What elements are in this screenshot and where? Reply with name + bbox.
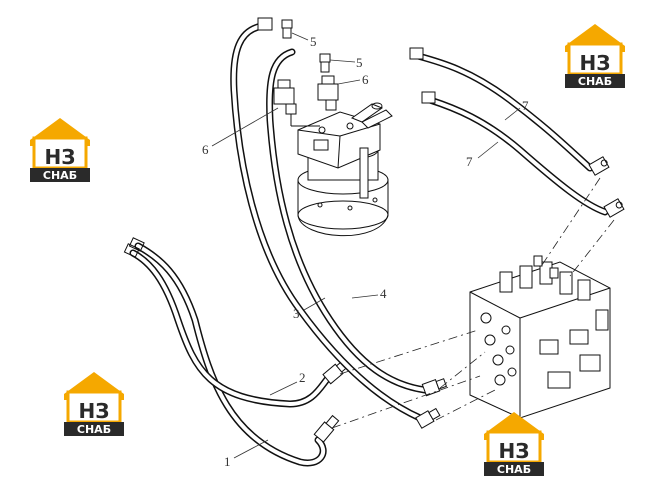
adapter-5-upper (281, 19, 293, 39)
logo-watermark-left: НЗ СНАБ (28, 116, 92, 184)
connection-lines (331, 177, 615, 429)
logo-watermark-bottom-right: НЗ СНАБ (482, 410, 546, 478)
svg-text:НЗ: НЗ (45, 145, 76, 169)
hose-4 (266, 48, 448, 429)
hose-3 (230, 17, 424, 422)
callout-7-upper: 7 (522, 98, 529, 113)
callout-4: 4 (380, 286, 387, 301)
hose-7-upper (409, 47, 610, 176)
callout-6-right: 6 (362, 72, 369, 87)
callout-6-left: 6 (202, 142, 209, 157)
swing-motor (297, 102, 393, 237)
callout-5-lower: 5 (356, 55, 363, 70)
callout-7-lower: 7 (466, 154, 473, 169)
control-valve (469, 255, 611, 419)
hose-1 (128, 237, 340, 467)
svg-text:СНАБ: СНАБ (497, 463, 531, 476)
logo-watermark-top-right: НЗ СНАБ (563, 22, 627, 90)
callout-2: 2 (299, 370, 306, 385)
callout-3: 3 (293, 306, 300, 321)
fitting-6-right (317, 75, 339, 111)
svg-text:НЗ: НЗ (79, 399, 110, 423)
callout-5-upper: 5 (310, 34, 317, 49)
adapter-5-lower (319, 53, 331, 73)
hose-7-lower (421, 91, 625, 218)
callouts: 1 2 3 4 5 5 6 6 7 7 (202, 32, 529, 469)
svg-text:СНАБ: СНАБ (77, 423, 111, 436)
callout-1: 1 (224, 454, 231, 469)
svg-text:СНАБ: СНАБ (578, 75, 612, 88)
svg-text:НЗ: НЗ (580, 51, 611, 75)
fitting-6-left (273, 79, 320, 127)
logo-watermark-bottom-left: НЗ СНАБ (62, 370, 126, 438)
svg-text:НЗ: НЗ (499, 439, 530, 463)
hose-2 (123, 243, 351, 408)
svg-text:СНАБ: СНАБ (43, 169, 77, 182)
